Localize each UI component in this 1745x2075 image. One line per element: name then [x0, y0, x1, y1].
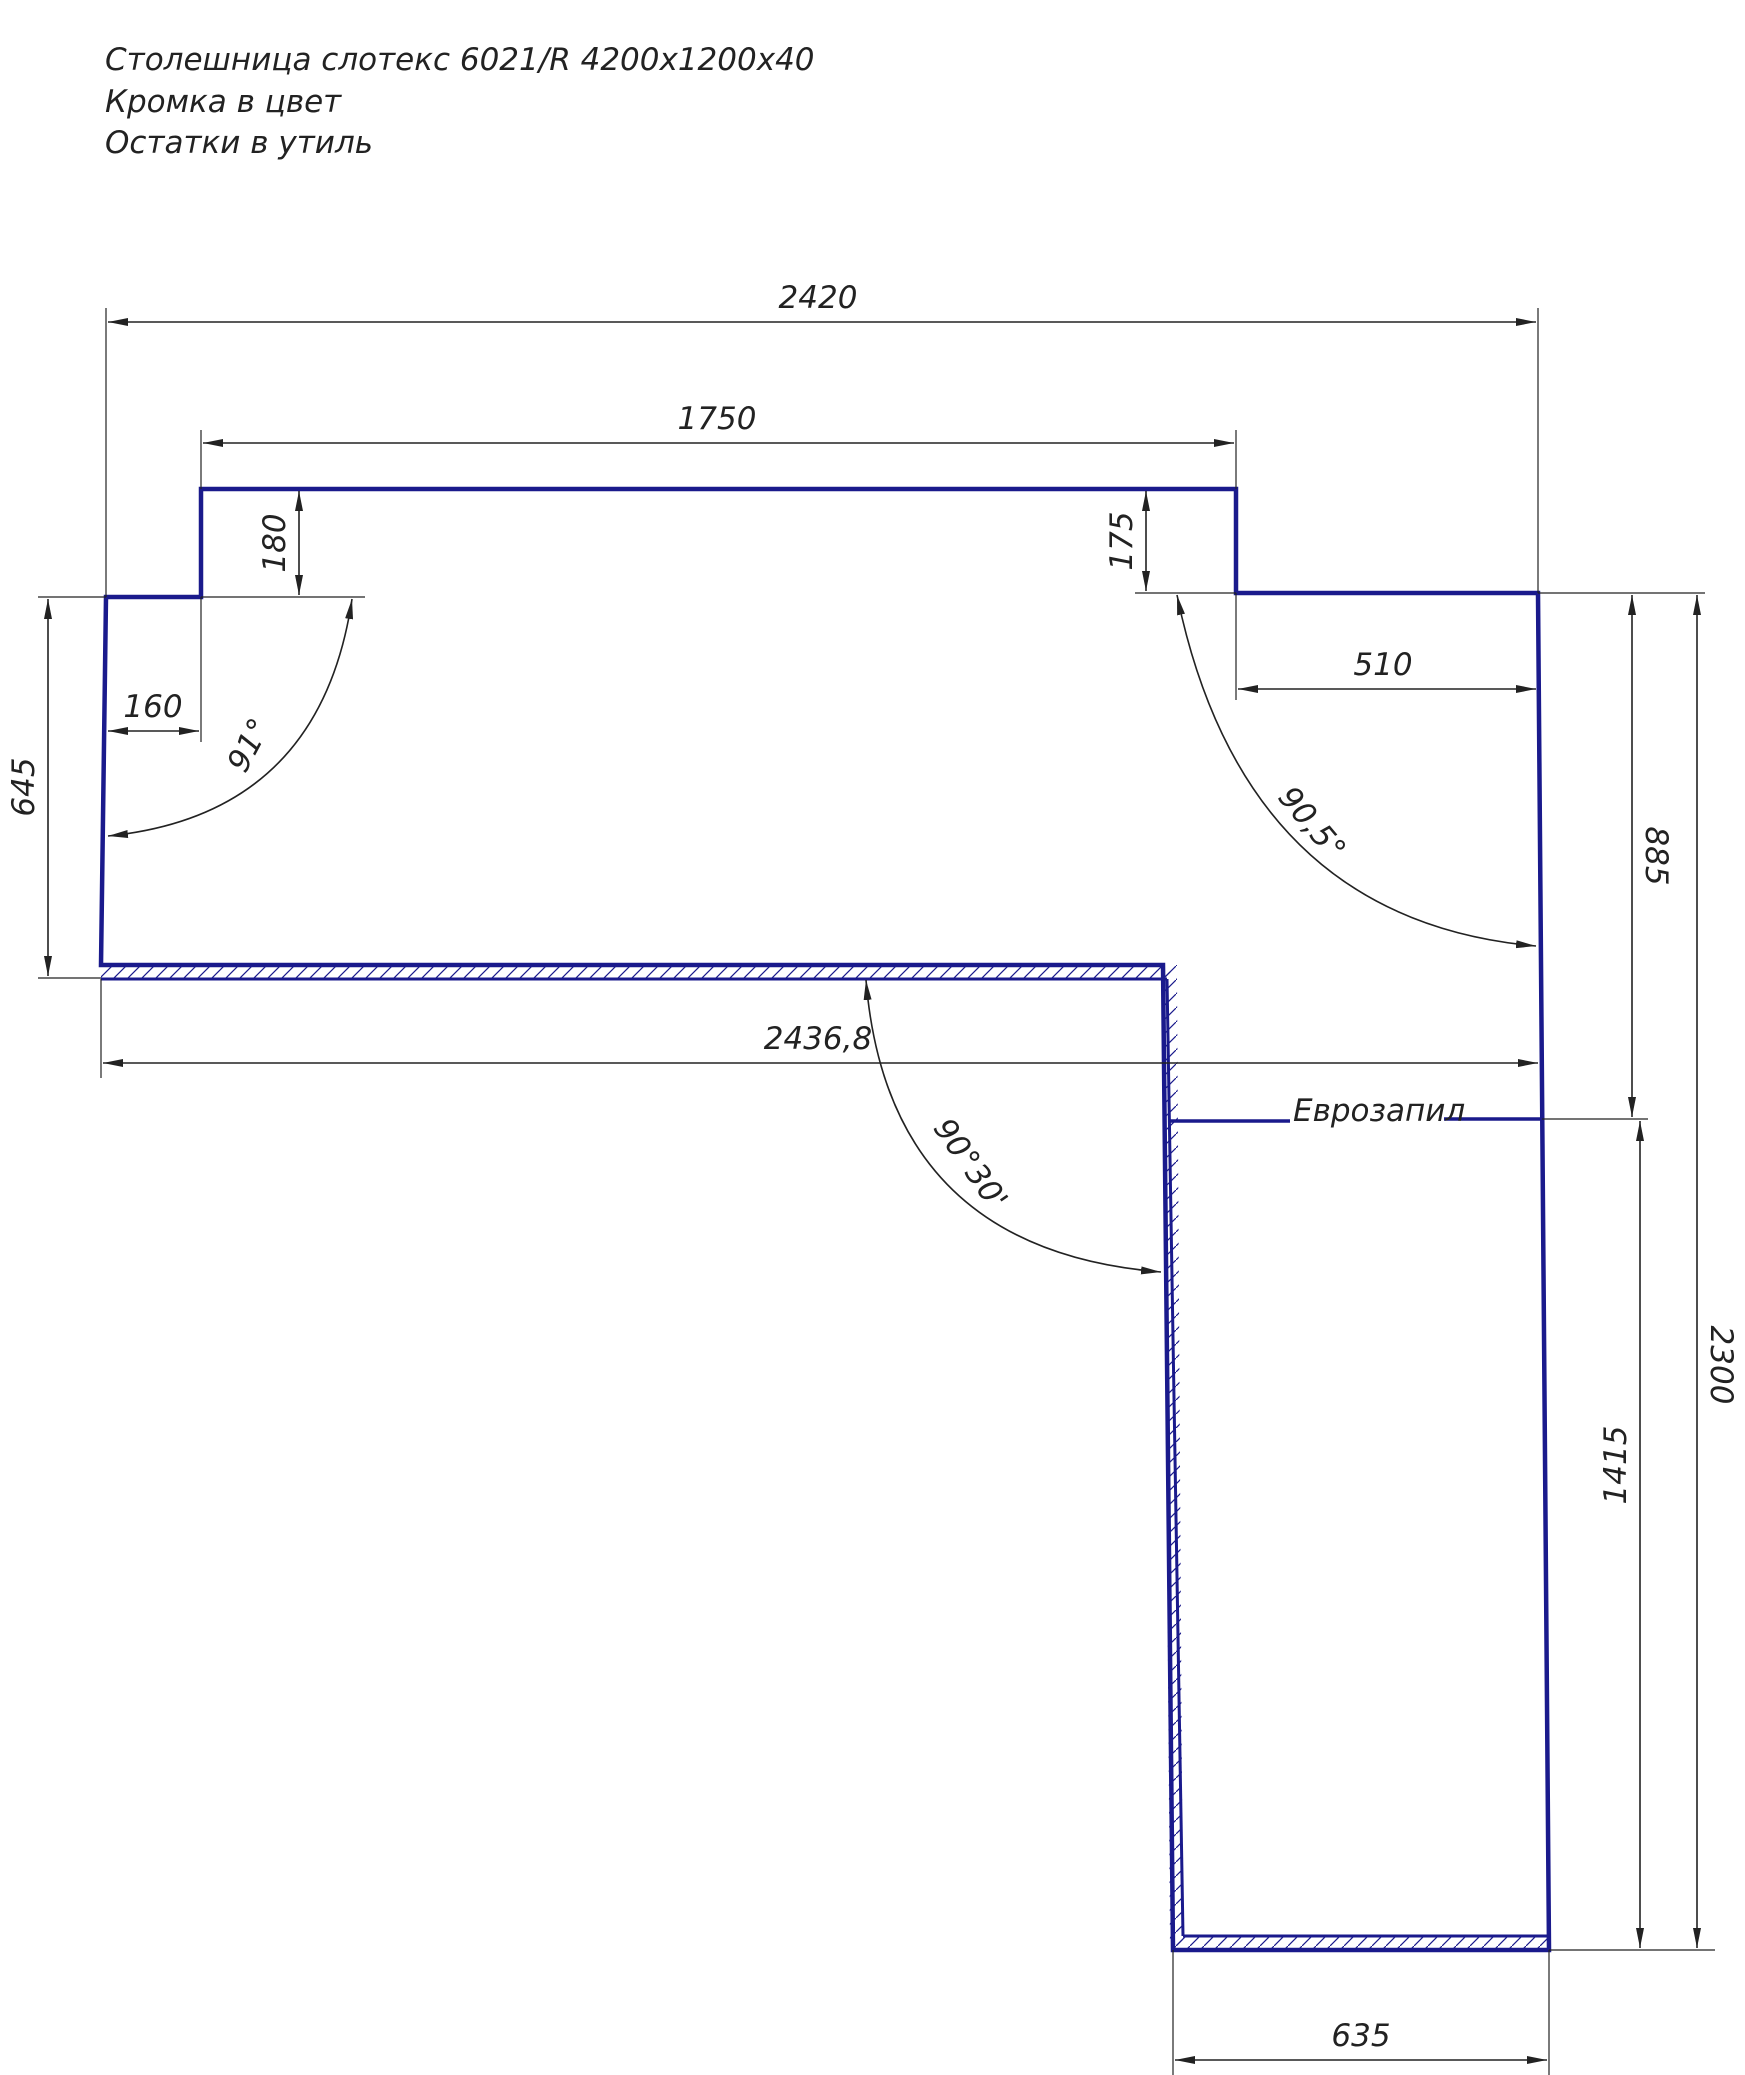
dim-label-1415: 1415 — [1598, 1426, 1634, 1505]
hatch-inner-line-vertical — [1165, 978, 1185, 1937]
dimension-lines — [44, 318, 1701, 2064]
dimension-labels: 2420 1750 180 175 160 510 645 885 1415 2… — [6, 280, 1739, 2054]
hatch-strip-bottom — [1173, 1936, 1547, 1950]
extension-lines — [38, 308, 1715, 2075]
angle-arc-left — [107, 598, 354, 838]
dim-label-2436: 2436,8 — [764, 1021, 872, 1057]
angle-label-left: 91° — [220, 713, 278, 778]
angle-arc-inner — [863, 979, 1162, 1275]
dim-label-885: 885 — [1638, 826, 1674, 885]
dim-label-645: 645 — [6, 757, 42, 816]
dim-label-180: 180 — [257, 513, 293, 572]
note-material: Столешница слотекс 6021/R 4200х1200х40 — [105, 42, 815, 78]
dim-label-175: 175 — [1104, 511, 1140, 570]
dim-label-160: 160 — [123, 689, 182, 725]
dim-label-510: 510 — [1353, 647, 1412, 683]
angle-arcs — [107, 594, 1537, 1275]
note-leftovers: Остатки в утиль — [105, 125, 373, 161]
dim-label-635: 635 — [1331, 2018, 1390, 2054]
angle-arc-right — [1176, 594, 1537, 949]
dim-label-1750: 1750 — [678, 401, 757, 437]
angle-label-right: 90,5° — [1271, 780, 1353, 868]
notes-block: Столешница слотекс 6021/R 4200х1200х40 К… — [105, 42, 815, 161]
note-edge: Кромка в цвет — [105, 84, 342, 120]
hatch-strip-horizontal — [101, 965, 1177, 979]
dim-label-2420: 2420 — [779, 280, 858, 316]
angle-label-inner: 90°30' — [926, 1112, 1015, 1217]
hatched-edges — [101, 965, 1547, 1950]
joint-label: Еврозапил — [1293, 1093, 1465, 1129]
dim-label-2300: 2300 — [1703, 1326, 1739, 1405]
